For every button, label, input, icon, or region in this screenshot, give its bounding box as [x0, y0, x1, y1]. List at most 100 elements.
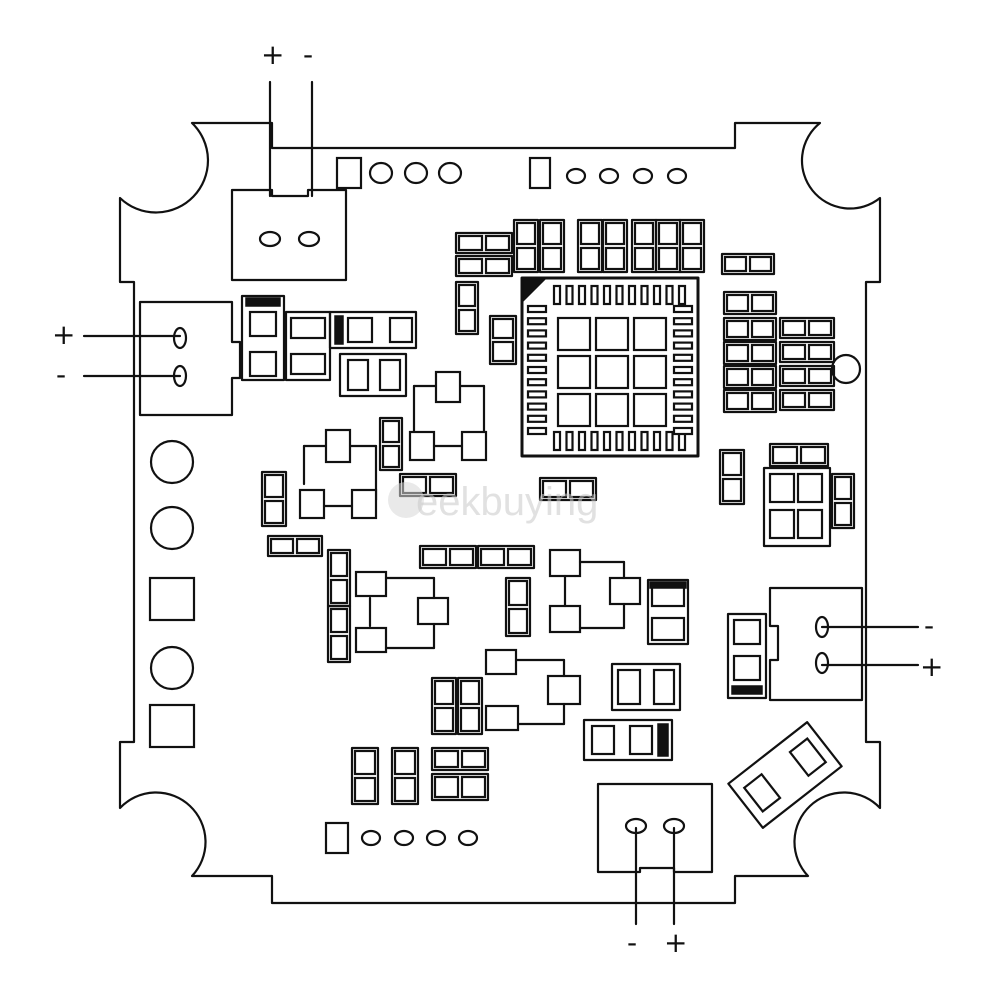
smd-part	[507, 579, 529, 607]
smd-part	[428, 475, 455, 495]
smd-part	[616, 668, 642, 706]
smd-part	[324, 428, 352, 464]
resistor-frame	[430, 746, 490, 772]
resistor-frame	[430, 772, 490, 802]
smd-part	[657, 246, 679, 271]
resistor-frame	[722, 290, 778, 316]
smd-part	[329, 551, 349, 578]
smd-part	[457, 283, 477, 308]
right-plus-label: +	[920, 650, 943, 683]
mcu-pin	[526, 426, 548, 436]
smd-part	[460, 430, 488, 462]
mcu-thermal-pad	[556, 354, 592, 390]
smd-part	[750, 343, 775, 363]
smd-part	[681, 246, 703, 271]
resistor-frame	[430, 676, 458, 736]
mcu-thermal-pad	[594, 354, 630, 390]
resistor-frame	[768, 442, 830, 468]
smd-part	[329, 634, 349, 661]
smd-part	[491, 317, 515, 340]
mcu-pin	[577, 284, 587, 306]
smd-part	[484, 234, 511, 252]
smd-part	[750, 367, 775, 387]
smd-part	[269, 537, 295, 555]
resistor-frame	[722, 364, 778, 390]
smd-part	[541, 246, 563, 271]
smd-part	[289, 316, 327, 340]
smd-part	[548, 548, 582, 578]
smd-part	[408, 430, 436, 462]
smd-part	[460, 775, 487, 799]
resistor-frame	[350, 746, 380, 806]
smd-part	[457, 234, 484, 252]
smd-part	[633, 246, 655, 271]
polarity-mark	[657, 723, 669, 757]
smd-part	[433, 706, 455, 733]
mcu-pin	[640, 430, 649, 452]
smd-part	[491, 340, 515, 363]
mcu-pin	[665, 284, 674, 306]
smd-part	[433, 679, 455, 706]
left-plus-label: +	[52, 318, 75, 351]
resistor-frame	[538, 476, 598, 502]
smd-part	[421, 547, 448, 567]
mcu-pin	[627, 284, 637, 306]
board-outline	[118, 121, 882, 905]
smd-part	[723, 255, 748, 273]
diode-frame	[328, 310, 418, 350]
capacitor-frame	[240, 294, 286, 382]
top-header-pads-right	[528, 156, 688, 190]
smd-part	[771, 445, 799, 465]
smd-part	[781, 391, 807, 409]
mcu-pin	[552, 430, 562, 452]
left-edge-pads	[148, 439, 196, 749]
smd-part	[807, 319, 833, 337]
smd-part	[781, 319, 807, 337]
top-plus-label: +	[261, 38, 284, 71]
smd-part	[393, 776, 417, 803]
smd-part	[748, 255, 773, 273]
resistor-frame	[778, 388, 836, 412]
smd-part	[768, 472, 796, 504]
smd-part	[378, 358, 402, 392]
mcu-pin	[672, 317, 694, 326]
resistor-frame	[488, 314, 518, 366]
smd-part	[725, 343, 750, 363]
mcu-pin	[590, 430, 599, 452]
bottom-plus-label: +	[664, 926, 687, 959]
mcu-pin	[602, 284, 612, 306]
smd-part	[541, 479, 568, 499]
mcu-pin	[672, 304, 694, 314]
smd-part	[350, 488, 378, 520]
smd-part	[484, 648, 518, 676]
smd-part	[807, 391, 833, 409]
smd-part	[799, 445, 827, 465]
smd-part	[484, 704, 520, 732]
resistor-frame	[778, 364, 836, 388]
mounting-hole	[830, 353, 862, 385]
smd-part	[807, 343, 833, 361]
mcu-thermal-pad	[556, 316, 592, 352]
smd-part	[459, 679, 481, 706]
smd-part	[248, 350, 278, 378]
mcu-pin	[590, 284, 599, 306]
mcu-pin	[526, 402, 548, 411]
mcu-pin	[677, 284, 687, 306]
mcu-pin	[526, 353, 548, 362]
smd-part	[263, 499, 285, 525]
smd-part	[353, 749, 377, 776]
smd-part	[546, 674, 582, 706]
mcu-pin	[565, 284, 574, 306]
resistor-frame	[512, 218, 540, 274]
smd-part	[628, 724, 654, 756]
mcu-pin	[526, 390, 548, 399]
polarity-mark	[334, 315, 344, 345]
mcu-pin	[615, 430, 624, 452]
right-minus-label: -	[924, 609, 934, 642]
polarity-mark	[245, 297, 281, 307]
resistor-frame	[722, 388, 778, 414]
mcu-pin	[526, 317, 548, 326]
smd-part	[484, 257, 511, 275]
mcu-pin	[665, 430, 674, 452]
smd-part	[579, 246, 601, 271]
